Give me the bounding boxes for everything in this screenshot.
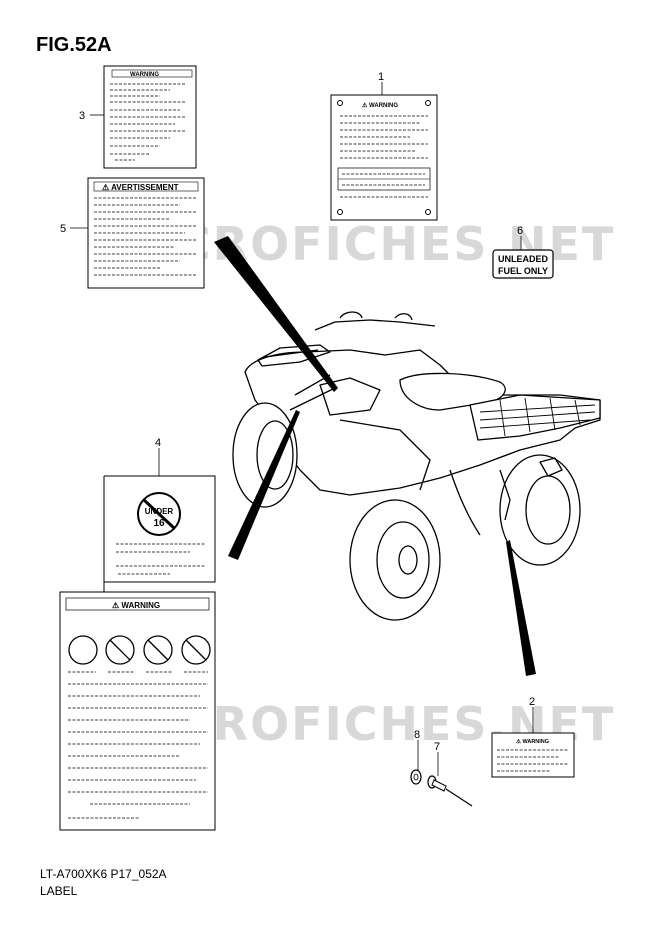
callout-4: 4	[155, 437, 161, 449]
callout-2: 2	[529, 696, 535, 708]
svg-text:16: 16	[153, 518, 165, 529]
label-6-line2: FUEL ONLY	[498, 266, 548, 276]
leader-wedges	[214, 236, 536, 676]
callout-7: 7	[434, 741, 440, 753]
callout-1: 1	[378, 71, 384, 83]
callout-leaders	[70, 82, 534, 776]
label-3-warning: WARNING	[103, 65, 197, 169]
figure-title: FIG.52A	[36, 34, 112, 56]
under-16-icon: UNDER 16	[137, 492, 181, 536]
pictogram-row	[68, 635, 211, 665]
callout-3: 3	[79, 110, 85, 122]
label-4-warning: UNDER 16 ⚠ WARNING	[59, 475, 216, 831]
part-7-rivet	[427, 775, 473, 807]
label-1-warning: ⚠ WARNING	[330, 94, 438, 221]
label-6-line1: UNLEADED	[498, 254, 549, 264]
label-2-warning: ⚠ WARNING	[491, 732, 575, 778]
label-6-fuel: UNLEADED FUEL ONLY	[492, 249, 554, 279]
callout-5: 5	[60, 223, 66, 235]
part-8-washer	[410, 769, 422, 785]
label-5-heading: ⚠ AVERTISSEMENT	[102, 183, 179, 192]
svg-text:UNDER: UNDER	[145, 507, 174, 516]
label-2-heading: ⚠ WARNING	[516, 738, 549, 745]
callout-8: 8	[414, 729, 420, 741]
label-5-avertissement: ⚠ AVERTISSEMENT	[87, 177, 205, 289]
model-code: LT-A700XK6 P17_052A	[40, 867, 167, 881]
callout-6: 6	[517, 225, 523, 237]
caption: LABEL	[40, 884, 78, 898]
label-4-heading: ⚠ WARNING	[112, 601, 160, 610]
label-1-heading: ⚠ WARNING	[362, 102, 398, 109]
atv-illustration	[232, 311, 601, 621]
label-3-heading: WARNING	[130, 72, 159, 78]
